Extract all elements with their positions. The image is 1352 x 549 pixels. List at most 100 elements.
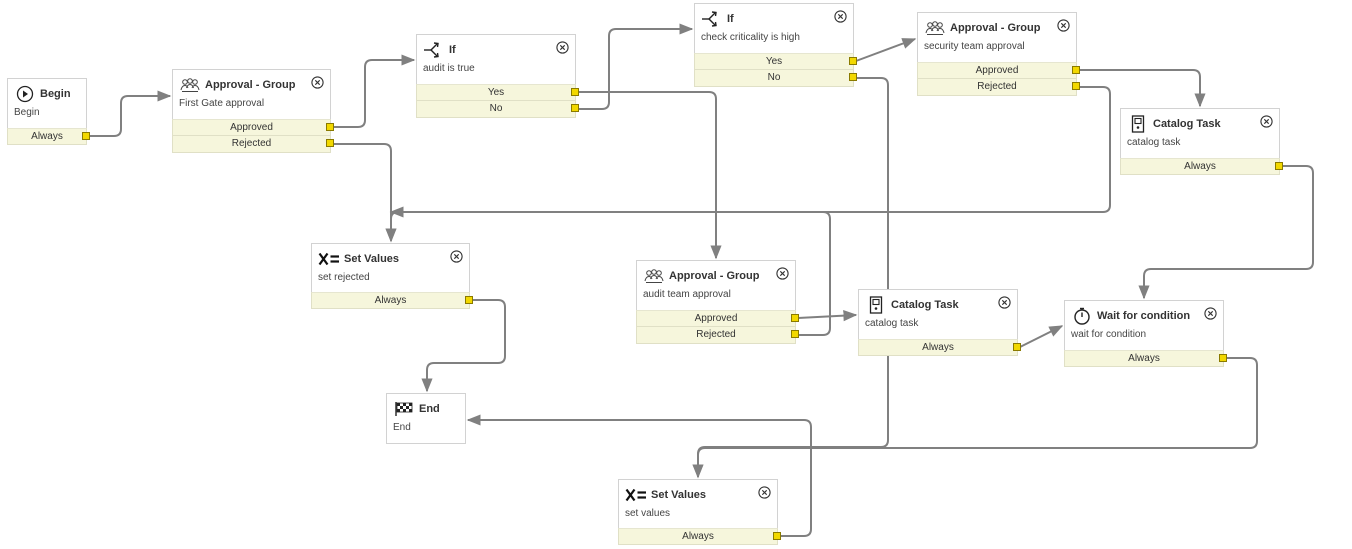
connector-if1-yes-to-approval3[interactable] bbox=[578, 91, 722, 260]
output-port[interactable] bbox=[1013, 343, 1021, 351]
node-outputs: Always bbox=[1120, 158, 1283, 175]
output-always[interactable]: Always bbox=[618, 528, 781, 545]
output-approved[interactable]: Approved bbox=[172, 119, 334, 136]
output-port[interactable] bbox=[791, 314, 799, 322]
close-icon[interactable] bbox=[1057, 19, 1070, 32]
output-port[interactable] bbox=[849, 57, 857, 65]
close-icon[interactable] bbox=[1260, 115, 1273, 128]
output-port[interactable] bbox=[791, 330, 799, 338]
output-yes[interactable]: Yes bbox=[694, 53, 857, 70]
node-title-row: Catalog Task bbox=[1127, 115, 1271, 133]
node-outputs: Always bbox=[858, 339, 1021, 356]
connector-approval3-approved-to-catalog2[interactable] bbox=[797, 310, 858, 322]
node-title-row: Set Values bbox=[625, 486, 769, 504]
node-subtitle: Begin bbox=[14, 107, 40, 118]
connector-if1-no-to-if2[interactable] bbox=[578, 23, 694, 110]
node-title: Set Values bbox=[344, 253, 400, 265]
node-title-row: Set Values bbox=[318, 250, 461, 268]
output-label: Rejected bbox=[977, 81, 1017, 92]
output-label: Rejected bbox=[696, 329, 736, 340]
close-icon[interactable] bbox=[1204, 307, 1217, 320]
output-approved[interactable]: Approved bbox=[636, 310, 799, 327]
output-label: Approved bbox=[694, 313, 738, 324]
output-port[interactable] bbox=[465, 296, 473, 304]
node-outputs: Always bbox=[1064, 350, 1227, 367]
output-label: No bbox=[489, 103, 503, 114]
node-subtitle: check criticality is high bbox=[701, 32, 800, 43]
close-icon[interactable] bbox=[834, 10, 847, 23]
output-always[interactable]: Always bbox=[1064, 350, 1227, 367]
output-yes[interactable]: Yes bbox=[416, 84, 579, 101]
node-title: If bbox=[449, 44, 456, 56]
output-always[interactable]: Always bbox=[858, 339, 1021, 356]
close-icon[interactable] bbox=[998, 296, 1011, 309]
connector-approval1-rejected-to-setvals1[interactable] bbox=[334, 143, 397, 243]
output-no[interactable]: No bbox=[694, 70, 857, 87]
output-port[interactable] bbox=[82, 132, 90, 140]
close-icon[interactable] bbox=[776, 267, 789, 280]
output-port[interactable] bbox=[571, 104, 579, 112]
close-icon[interactable] bbox=[556, 41, 569, 54]
output-port[interactable] bbox=[849, 73, 857, 81]
connector-if2-yes-to-approval2[interactable] bbox=[855, 38, 917, 62]
connector-approval2-approved-to-catalog1[interactable] bbox=[1079, 69, 1206, 108]
output-port[interactable] bbox=[571, 88, 579, 96]
connector-approval1-approved-to-if1[interactable] bbox=[334, 54, 416, 128]
close-icon[interactable] bbox=[450, 250, 463, 263]
close-icon[interactable] bbox=[311, 76, 324, 89]
output-port[interactable] bbox=[1275, 162, 1283, 170]
node-title-row: End bbox=[393, 400, 457, 418]
output-label: Approved bbox=[975, 65, 1019, 76]
output-no[interactable]: No bbox=[416, 101, 579, 118]
output-port[interactable] bbox=[1072, 82, 1080, 90]
node-subtitle: wait for condition bbox=[1071, 329, 1147, 340]
node-title: If bbox=[727, 13, 734, 25]
node-outputs: Always bbox=[7, 128, 90, 145]
output-port[interactable] bbox=[1072, 66, 1080, 74]
connector-wait-always-to-setvals2[interactable] bbox=[692, 357, 1258, 479]
node-subtitle: set rejected bbox=[318, 272, 370, 283]
connector-setvals1-always-to-end[interactable] bbox=[421, 299, 506, 393]
node-title: Approval - Group bbox=[950, 22, 1041, 34]
connector-begin-always-to-approval1[interactable] bbox=[86, 90, 172, 137]
set-values-icon bbox=[625, 486, 647, 504]
output-rejected[interactable]: Rejected bbox=[917, 79, 1080, 96]
node-title: Catalog Task bbox=[891, 299, 959, 311]
output-approved[interactable]: Approved bbox=[917, 62, 1080, 79]
node-subtitle: audit team approval bbox=[643, 289, 731, 300]
node-subtitle: End bbox=[393, 422, 411, 433]
output-always[interactable]: Always bbox=[1120, 158, 1283, 175]
output-label: Always bbox=[374, 295, 407, 306]
connector-catalog2-always-to-wait[interactable] bbox=[1019, 325, 1064, 348]
output-port[interactable] bbox=[773, 532, 781, 540]
output-port[interactable] bbox=[326, 123, 334, 131]
output-always[interactable]: Always bbox=[311, 292, 473, 309]
output-always[interactable]: Always bbox=[7, 128, 90, 145]
connector-catalog1-always-to-wait[interactable] bbox=[1138, 165, 1314, 300]
output-rejected[interactable]: Rejected bbox=[636, 327, 799, 344]
output-port[interactable] bbox=[326, 139, 334, 147]
output-port[interactable] bbox=[1219, 354, 1227, 362]
close-icon[interactable] bbox=[758, 486, 771, 499]
output-rejected[interactable]: Rejected bbox=[172, 136, 334, 153]
